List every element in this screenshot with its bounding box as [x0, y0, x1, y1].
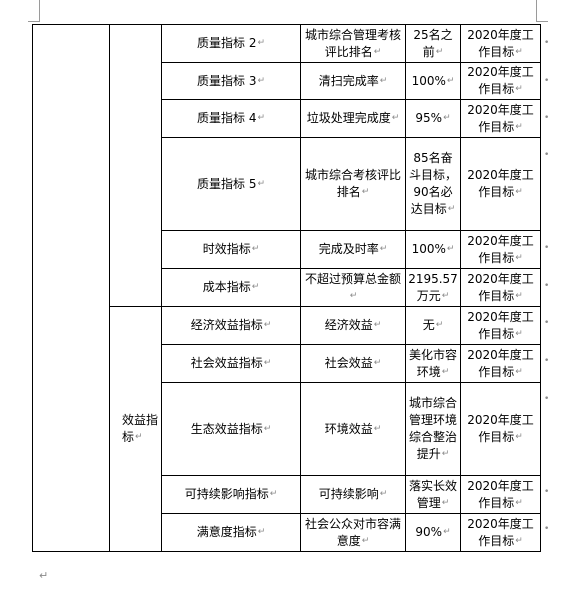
description-cell: 清扫完成率↵	[300, 62, 406, 100]
target-cell: 2020年度工作目标↵	[460, 382, 541, 476]
indicator-cell: 质量指标 3↵	[161, 62, 301, 100]
indicator-cell: 满意度指标↵	[161, 513, 301, 552]
value-cell: 85名奋斗目标，90名必达目标↵	[405, 137, 461, 231]
subcategory-cell-empty	[109, 24, 162, 307]
table-row: 质量指标 3↵ 清扫完成率↵ 100%↵ 2020年度工作目标↵	[33, 62, 541, 100]
indicator-cell: 质量指标 5↵	[161, 137, 301, 231]
indicator-cell: 社会效益指标↵	[161, 344, 301, 383]
crop-mark-left-h	[28, 21, 40, 22]
target-cell: 2020年度工作目标↵	[460, 475, 541, 514]
row-end-mark: •	[544, 113, 550, 123]
indicator-cell: 成本指标↵	[161, 268, 301, 307]
description-cell: 不超过预算总金额↵	[300, 268, 406, 307]
indicator-cell: 质量指标 2↵	[161, 24, 301, 63]
paragraph-mark: ↵	[39, 569, 49, 582]
value-cell: 落实长效管理↵	[405, 475, 461, 514]
target-cell: 2020年度工作目标↵	[460, 230, 541, 269]
description-cell: 经济效益↵	[300, 306, 406, 345]
target-cell: 2020年度工作目标↵	[460, 268, 541, 307]
row-end-mark: •	[544, 524, 550, 534]
value-cell: 无↵	[405, 306, 461, 345]
value-cell: 2195.57万元↵	[405, 268, 461, 307]
row-end-mark: •	[544, 356, 550, 366]
target-cell: 2020年度工作目标↵	[460, 99, 541, 138]
row-end-mark: •	[544, 76, 550, 86]
crop-mark-left	[39, 0, 40, 22]
table-row: 生态效益指标↵ 环境效益↵ 城市综合管理环境综合整治提升↵ 2020年度工作目标…	[33, 382, 541, 476]
target-cell: 2020年度工作目标↵	[460, 62, 541, 100]
row-end-mark: •	[544, 243, 550, 253]
row-end-mark: •	[544, 394, 550, 404]
value-cell: 100%↵	[405, 230, 461, 269]
table-row: 社会效益指标↵ 社会效益↵ 美化市容环境↵ 2020年度工作目标↵	[33, 344, 541, 383]
value-cell: 100%↵	[405, 62, 461, 100]
description-cell: 社会公众对市容满意度↵	[300, 513, 406, 552]
category-cell-empty	[32, 24, 110, 552]
indicator-cell: 质量指标 4↵	[161, 99, 301, 138]
table-row: 效益指标↵ 经济效益指标↵ 经济效益↵ 无↵ 2020年度工作目标↵	[33, 306, 541, 552]
description-cell: 社会效益↵	[300, 344, 406, 383]
value-cell: 90%↵	[405, 513, 461, 552]
value-cell: 城市综合管理环境综合整治提升↵	[405, 382, 461, 476]
table-row: 质量指标 2↵ 城市综合管理考核评比排名↵ 25名之前↵ 2020年度工作目标↵	[32, 24, 541, 552]
crop-mark-right	[536, 0, 537, 22]
target-cell: 2020年度工作目标↵	[460, 513, 541, 552]
table-row: 质量指标 5↵ 城市综合考核评比排名↵ 85名奋斗目标，90名必达目标↵ 202…	[33, 137, 541, 231]
row-end-mark: •	[544, 487, 550, 497]
row-end-mark: •	[544, 38, 550, 48]
indicator-cell: 时效指标↵	[161, 230, 301, 269]
description-cell: 垃圾处理完成度↵	[300, 99, 406, 138]
target-cell: 2020年度工作目标↵	[460, 137, 541, 231]
description-cell: 完成及时率↵	[300, 230, 406, 269]
row-end-mark: •	[544, 281, 550, 291]
table-row: 满意度指标↵ 社会公众对市容满意度↵ 90%↵ 2020年度工作目标↵	[33, 513, 541, 552]
value-cell: 95%↵	[405, 99, 461, 138]
row-end-mark: •	[544, 318, 550, 328]
target-cell: 2020年度工作目标↵	[460, 344, 541, 383]
indicator-cell: 生态效益指标↵	[161, 382, 301, 476]
description-cell: 城市综合考核评比排名↵	[300, 137, 406, 231]
section-label-cell: 效益指标↵	[109, 306, 162, 552]
target-cell: 2020年度工作目标↵	[460, 24, 541, 63]
row-end-mark: •	[544, 150, 550, 160]
description-cell: 可持续影响↵	[300, 475, 406, 514]
indicator-cell: 可持续影响指标↵	[161, 475, 301, 514]
description-cell: 城市综合管理考核评比排名↵	[300, 24, 406, 63]
indicator-cell: 经济效益指标↵	[161, 306, 301, 345]
table-row: 成本指标↵ 不超过预算总金额↵ 2195.57万元↵ 2020年度工作目标↵	[33, 268, 541, 307]
performance-indicator-table: 质量指标 2↵ 城市综合管理考核评比排名↵ 25名之前↵ 2020年度工作目标↵…	[32, 24, 541, 552]
crop-mark-right-h	[536, 21, 548, 22]
value-cell: 25名之前↵	[405, 24, 461, 63]
target-cell: 2020年度工作目标↵	[460, 306, 541, 345]
value-cell: 美化市容环境↵	[405, 344, 461, 383]
description-cell: 环境效益↵	[300, 382, 406, 476]
